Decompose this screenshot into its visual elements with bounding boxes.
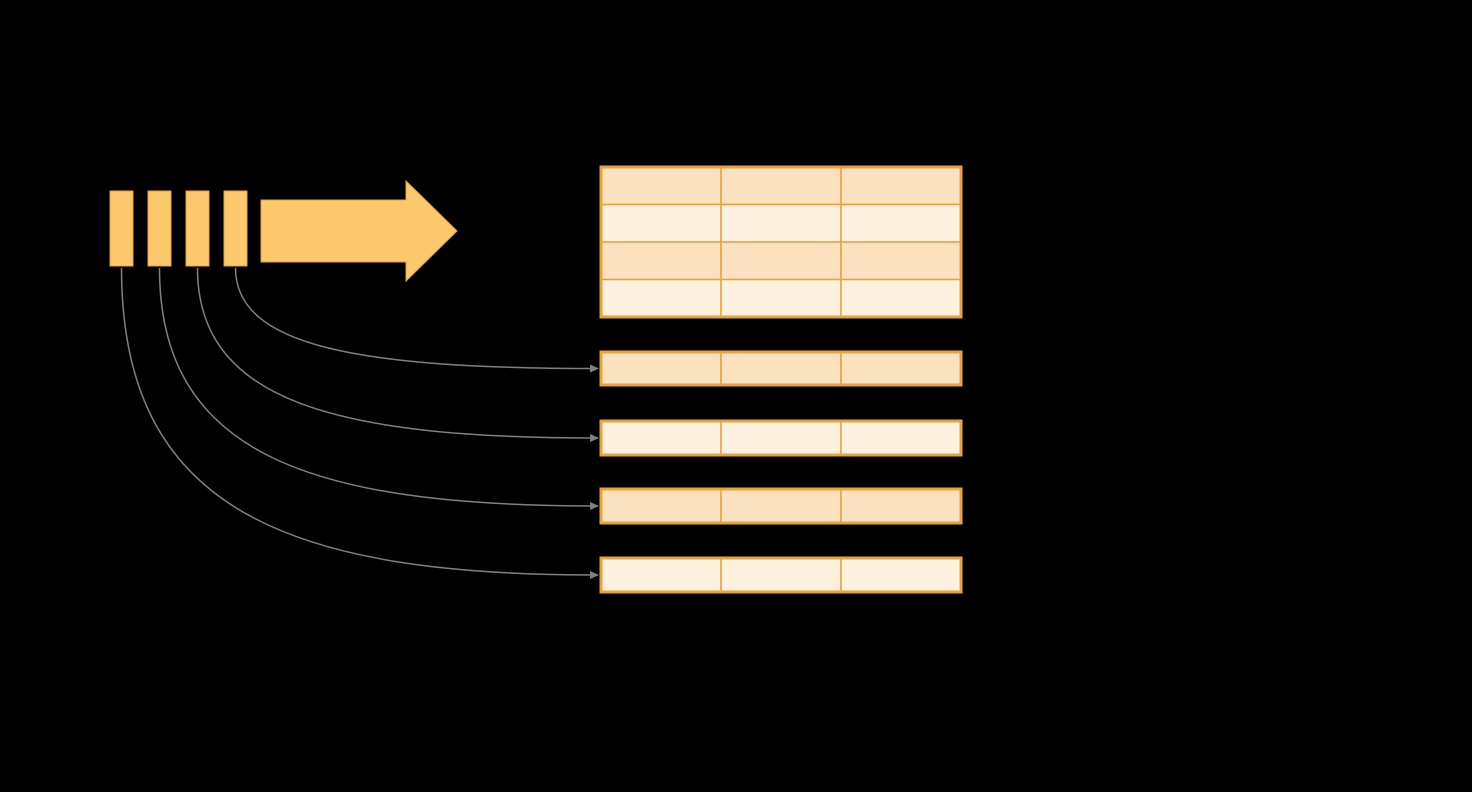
stream-bar [147,190,172,267]
row-table-cell [840,488,962,524]
main-table-cell [720,166,842,206]
row-table-cell [600,420,722,456]
main-table [599,165,963,319]
stream-bar [109,190,134,267]
flow-arrow [260,179,458,283]
row-table-border [599,350,963,387]
row-table-cell [720,557,842,593]
row-table-cell [840,557,962,593]
main-table-cell [720,241,842,281]
row-table-cell [600,351,722,386]
row-table-border [599,419,963,457]
row-table-cell [840,420,962,456]
main-table-cell [720,278,842,318]
row-table-cell [600,557,722,593]
row-table [599,556,963,594]
mapping-connector [158,267,599,510]
main-table-border [599,165,963,319]
main-table-cell [720,203,842,243]
main-table-cell [840,241,962,281]
mapping-connector [196,267,599,442]
main-table-cell [840,278,962,318]
row-table-cell [600,488,722,524]
mapping-connector [234,267,599,373]
main-table-cell [600,166,722,206]
mapping-connector [120,267,599,579]
row-table-cell [720,420,842,456]
row-table-cell [720,488,842,524]
row-table-cell [840,351,962,386]
row-table-border [599,487,963,525]
row-table-cell [720,351,842,386]
row-table [599,487,963,525]
row-table [599,419,963,457]
row-table [599,350,963,387]
main-table-cell [600,241,722,281]
main-table-cell [840,166,962,206]
row-table-border [599,556,963,594]
main-table-cell [840,203,962,243]
stream-bar [185,190,210,267]
main-table-cell [600,278,722,318]
main-table-cell [600,203,722,243]
stream-bar [223,190,248,267]
